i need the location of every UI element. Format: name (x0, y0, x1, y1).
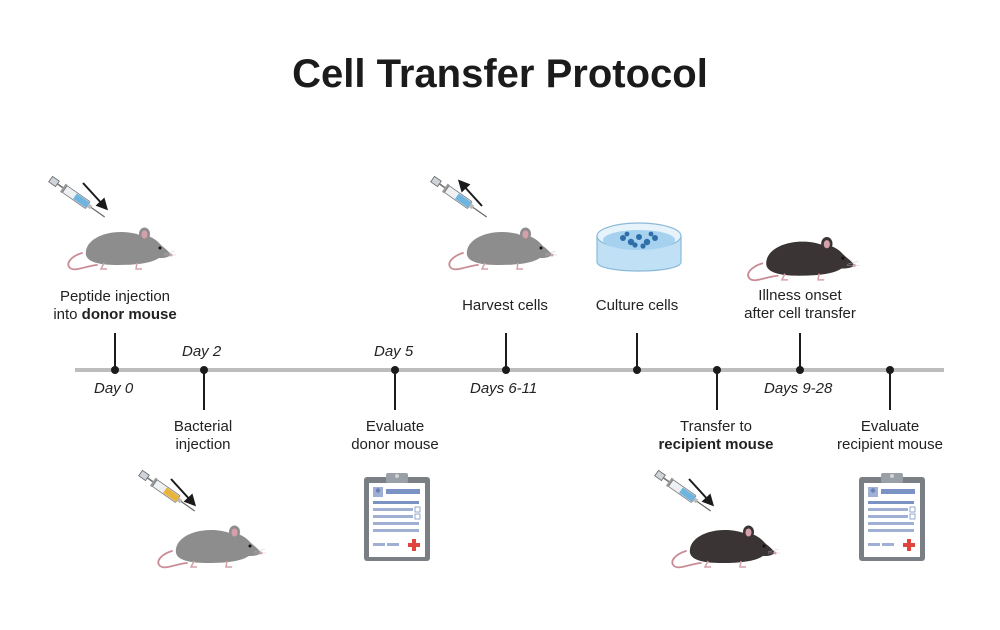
clipboard-icon (363, 472, 431, 562)
event-label-illness-line1: Illness onset (758, 287, 842, 304)
arrow-up-icon (457, 179, 483, 207)
event-label-harvest-cells: Harvest cells (462, 297, 548, 314)
marker-culture (633, 366, 641, 374)
day-label-day5: Day 5 (374, 343, 414, 360)
day-label-days6-11: Days 6-11 (470, 380, 538, 397)
tick-illness (799, 333, 801, 370)
marker-day5 (391, 366, 399, 374)
day-label-day0: Day 0 (94, 380, 134, 397)
event-label-evaluate-recipient-line2: recipient mouse (837, 436, 943, 453)
event-label-evaluate-donor-line2: donor mouse (351, 436, 439, 453)
tick-harvest (505, 333, 507, 370)
event-label-evaluate-donor: Evaluate donor mouse (330, 418, 460, 454)
event-label-evaluate-recipient-line1: Evaluate (860, 418, 920, 435)
black-mouse-icon (671, 524, 781, 569)
tick-peptide (114, 333, 116, 370)
event-label-peptide-line1: Peptide injection (59, 288, 171, 305)
event-label-peptide-injection: Peptide injection into donor mouse (40, 288, 190, 324)
event-label-culture-cells: Culture cells (595, 297, 679, 314)
marker-evaluate-recipient (886, 366, 894, 374)
tick-evaluate-donor (394, 370, 396, 410)
event-label-peptide-line2: into donor mouse (40, 306, 190, 324)
event-label-transfer-recipient: Transfer to recipient mouse (646, 418, 786, 454)
event-label-bacterial-injection: Bacterial injection (143, 418, 263, 454)
event-label-recipient-mouse: recipient mouse (658, 436, 774, 453)
event-label-illness-onset: Illness onset after cell transfer (725, 287, 875, 323)
event-label-transfer-line1: Transfer to (680, 418, 752, 435)
day-label-days9-28: Days 9-28 (764, 380, 833, 397)
event-label-evaluate-donor-line1: Evaluate (365, 418, 425, 435)
arrow-down-icon (170, 478, 197, 507)
page-title: Cell Transfer Protocol (292, 52, 708, 96)
petri-dish-icon (596, 222, 682, 272)
arrow-down-icon (688, 478, 715, 507)
clipboard-icon (858, 472, 926, 562)
event-label-transfer-line2: recipient mouse (646, 436, 786, 454)
tick-culture (636, 333, 638, 370)
event-label-peptide-prefix: into (53, 306, 82, 323)
marker-day2 (200, 366, 208, 374)
arrow-down-icon (82, 182, 109, 211)
event-label-donor-mouse: donor mouse (81, 306, 177, 323)
event-label-illness-line2: after cell transfer (744, 305, 856, 322)
event-label-evaluate-recipient: Evaluate recipient mouse (823, 418, 957, 454)
marker-transfer (713, 366, 721, 374)
event-label-bacterial-line2: injection (175, 436, 231, 453)
day-label-day2: Day 2 (182, 343, 222, 360)
tick-transfer (716, 370, 718, 410)
event-label-bacterial-line1: Bacterial (173, 418, 233, 435)
marker-harvest (502, 366, 510, 374)
marker-day0 (111, 366, 119, 374)
marker-illness (796, 366, 804, 374)
black-mouse-icon (747, 235, 861, 282)
gray-mouse-icon (448, 226, 558, 271)
gray-mouse-icon (67, 226, 177, 271)
tick-evaluate-recipient (889, 370, 891, 410)
gray-mouse-icon (157, 524, 267, 569)
tick-bacterial (203, 370, 205, 410)
